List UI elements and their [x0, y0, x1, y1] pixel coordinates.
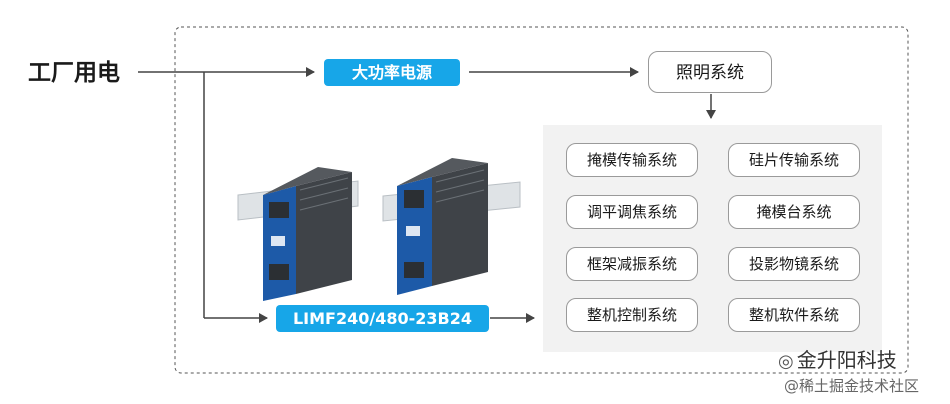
system-box-machine-software: 整机软件系统 — [728, 298, 860, 332]
power-module-right — [397, 158, 488, 295]
system-box-wafer-transfer: 硅片传输系统 — [728, 143, 860, 177]
product-model-pill: LIMF240/480-23B24 — [276, 305, 489, 332]
system-box-mask-stage: 掩模台系统 — [728, 195, 860, 229]
system-box-projection-lens: 投影物镜系统 — [728, 247, 860, 281]
watermark-brand-text: 金升阳科技 — [796, 348, 897, 372]
lighting-system-box: 照明系统 — [648, 51, 772, 93]
product-illustration — [237, 158, 521, 301]
system-box-machine-control: 整机控制系统 — [566, 298, 698, 332]
power-module-left — [263, 167, 352, 301]
wechat-icon: ◎ — [778, 351, 794, 372]
system-box-frame-damping: 框架减振系统 — [566, 247, 698, 281]
dashed-boundary — [174, 26, 909, 374]
watermark-brand: ◎金升阳科技 — [778, 345, 948, 375]
system-box-mask-transfer: 掩模传输系统 — [566, 143, 698, 177]
source-label: 工厂用电 — [28, 60, 120, 86]
power-supply-pill: 大功率电源 — [324, 59, 460, 86]
watermark-site: @稀土掘金技术社区 — [784, 377, 920, 395]
system-box-leveling-focusing: 调平调焦系统 — [566, 195, 698, 229]
